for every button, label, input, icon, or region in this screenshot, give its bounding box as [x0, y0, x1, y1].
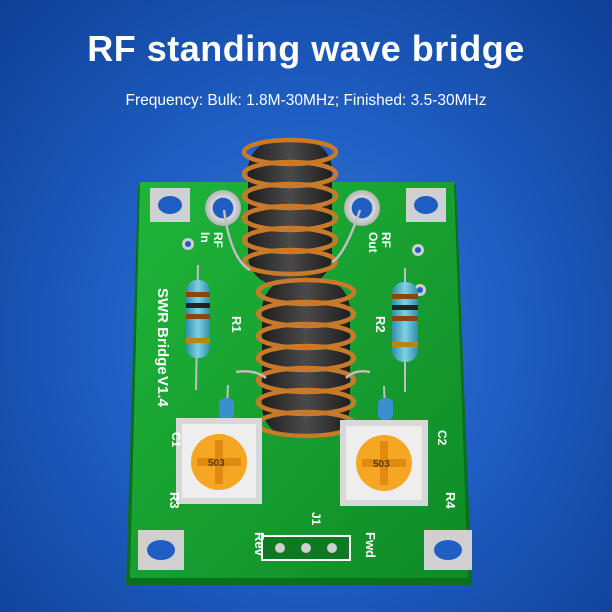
- r4-label: R4: [443, 492, 458, 509]
- board-version-label: V1.4: [154, 376, 171, 408]
- board-name-label: SWR Bridge: [154, 288, 171, 375]
- rf-in-label-1: RF: [211, 232, 225, 248]
- trimmer-right: [340, 420, 428, 506]
- silkscreen-labels: RF In RF Out SWR Bridge V1.4 R1 R2 R3 R4…: [154, 232, 458, 558]
- mounting-holes: [138, 188, 472, 570]
- r2-label: R2: [373, 316, 388, 333]
- lead-wires: [222, 209, 371, 380]
- resistor-r2: [392, 268, 418, 392]
- toroid-top: [241, 137, 339, 285]
- trimmer-right-code: 503: [373, 459, 390, 470]
- resistor-r1: [186, 264, 210, 391]
- c2-label: C2: [435, 430, 449, 446]
- fwd-label: Fwd: [363, 532, 378, 558]
- rf-in-pad: [205, 190, 241, 226]
- r3-label: R3: [167, 492, 182, 509]
- header-j1: [261, 535, 351, 561]
- rf-in-label-2: In: [198, 232, 212, 243]
- rf-out-pad: [344, 190, 380, 226]
- c1-label: C1: [169, 432, 183, 448]
- trimmer-left-code: 503: [208, 458, 225, 469]
- toroid-bottom: [255, 277, 357, 439]
- r1-label: R1: [229, 316, 244, 333]
- subheadline: Frequency: Bulk: 1.8M-30MHz; Finished: 3…: [125, 92, 487, 109]
- rev-label: Rev: [252, 532, 267, 557]
- rf-out-label-1: RF: [379, 232, 393, 248]
- headline: RF standing wave bridge: [87, 28, 525, 69]
- rf-out-label-2: Out: [366, 232, 380, 253]
- j1-label: J1: [309, 512, 323, 526]
- trimmer-left: [176, 418, 262, 504]
